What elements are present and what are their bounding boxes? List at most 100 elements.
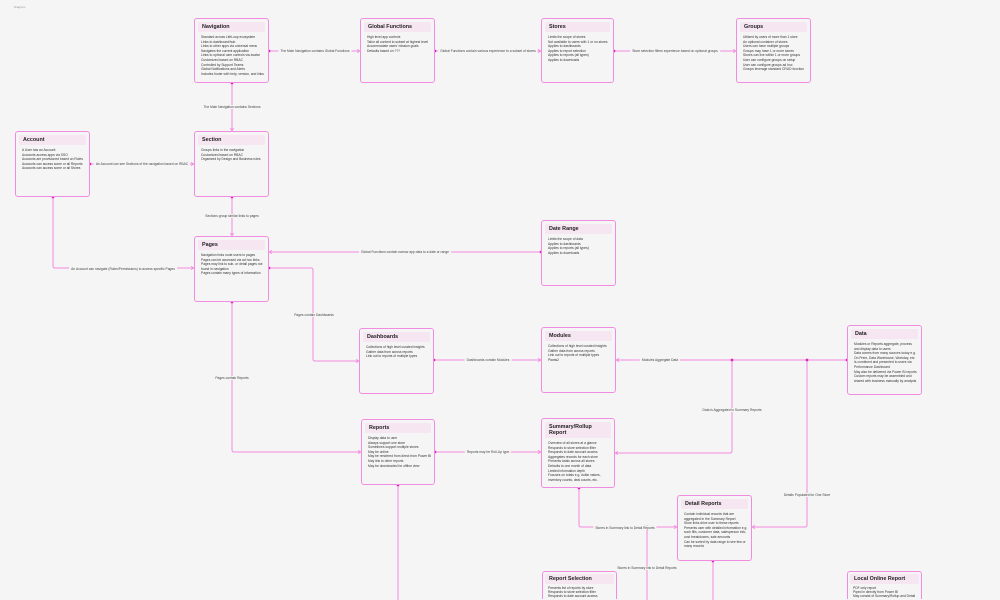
card-line: User can configure groups ad hoc	[743, 62, 793, 67]
edge-label: Stores in Summary link to Detail Reports	[615, 566, 679, 570]
arrowhead-icon	[614, 451, 619, 455]
card-line: Limits the scope of stores	[548, 35, 586, 39]
card-line: May link to other reports	[368, 458, 404, 463]
connector-handle	[432, 358, 436, 362]
card-line: Navigates the current application	[201, 48, 250, 53]
connector-handle	[805, 358, 809, 362]
card-line: Global Notifications and Alerts	[201, 67, 245, 72]
card-line: Organized by Design and Business rules	[201, 157, 261, 162]
card-title: Global Functions	[364, 22, 431, 32]
card-line: Links to optional user controls via avat…	[201, 53, 260, 58]
connector-handle	[230, 300, 234, 304]
edge-label: Data is Aggregated in Summary Reports	[700, 408, 764, 412]
card-line: Applies to downloads	[548, 57, 580, 62]
card-line: found in navigation	[201, 266, 229, 271]
card-line: Links to dashboard/hub	[201, 39, 236, 44]
card-line: Responds to store selection filter	[548, 590, 596, 595]
card-line: Can be sorted by data range to see few o…	[684, 539, 746, 544]
data-detail-edge	[752, 360, 808, 528]
card-line: Presents totals across all stores	[548, 459, 595, 464]
card-line: Defaults to one month of data	[548, 463, 592, 468]
card-line: Not available to users with 1 or no stor…	[548, 39, 608, 44]
card-line: Applies to report selection	[548, 48, 586, 53]
card-line: May be online	[368, 449, 389, 454]
card-line: Data comes from many sources today e.g.	[854, 351, 916, 356]
card-line: Accounts are provisioned based on Roles	[22, 157, 83, 162]
card-line: User can configure groups on setup	[743, 57, 796, 62]
card-line: Accounts can access some or all Reports	[22, 161, 83, 166]
edge-label: Pages contain Dashboards	[292, 313, 336, 317]
card-title: Reports	[365, 423, 431, 433]
edge-label: Modules Aggregate Data	[639, 358, 681, 362]
edge-label: Store selection filters experience based…	[630, 49, 720, 53]
card-line: Includes footer with help, version, and …	[201, 71, 264, 76]
canvas-label: Diagram	[14, 5, 26, 9]
card-line: Responds to store selection filter	[548, 445, 596, 450]
arrowhead-icon	[751, 525, 756, 529]
connector-handle	[230, 195, 234, 199]
card-line: Responds to date account access	[548, 450, 598, 455]
edge-label: An Account can navigate (Roles/Permissio…	[69, 267, 177, 271]
card-line: Pages can be accessed via ad hoc links	[201, 257, 260, 262]
edge-label: Details Populated for One Store	[781, 493, 833, 497]
card-line: Tailor all content to subset at highest …	[367, 39, 429, 44]
card-line: Presents list of reports by store	[548, 586, 594, 590]
card-line: shared with business manually by analyst…	[854, 378, 917, 383]
card-line: Groups leverage standard CRUD function	[743, 67, 805, 72]
card-line: Gather data from across reports	[366, 349, 413, 354]
connector-handle	[267, 266, 271, 270]
connector-handle	[230, 81, 234, 85]
edge-label: The Main Navigation contains Sections	[201, 105, 263, 109]
connector-handle	[433, 49, 437, 53]
card-line: inventory counts, deal counts, etc.	[548, 477, 598, 482]
card-line: Modules or Reports aggregate, process	[854, 342, 912, 346]
edge-label: Stores in Summary link to Detail Reports	[593, 526, 657, 530]
card-line: Applies to dashboards	[548, 241, 581, 246]
card-line: Limits the scope of data	[548, 237, 583, 241]
card-line: Focuses on totals e.g. dollar values,	[548, 473, 601, 478]
card-title: Local Online Report	[850, 574, 919, 584]
card-line: May consist of Summary/Rollup and Detail	[853, 594, 916, 599]
card-title: Section	[198, 135, 265, 145]
edge-label: An Account can see Sections of the navig…	[93, 162, 191, 166]
card-line: May also be delivered via Power BI repor…	[854, 369, 917, 374]
card-line: Collections of high level curated insigh…	[548, 344, 607, 348]
account-pages-edge	[52, 197, 194, 269]
connector-handle	[433, 450, 437, 454]
edge-label: Sections group similar links to pages	[203, 214, 261, 218]
data-summary-edge	[615, 360, 733, 454]
card-title: Groups	[740, 22, 807, 32]
card-line: Always support one store	[368, 440, 406, 445]
card-line: Standard across LifeLoop ecosystem	[201, 35, 256, 39]
connector-handle	[730, 358, 734, 362]
card-title: Summary/Rollup Report	[545, 422, 611, 438]
card-title: Account	[19, 135, 86, 145]
card-line: Groups may have 1 or more stores	[743, 48, 794, 53]
card-line: Store links drive user to these reports	[684, 521, 739, 526]
